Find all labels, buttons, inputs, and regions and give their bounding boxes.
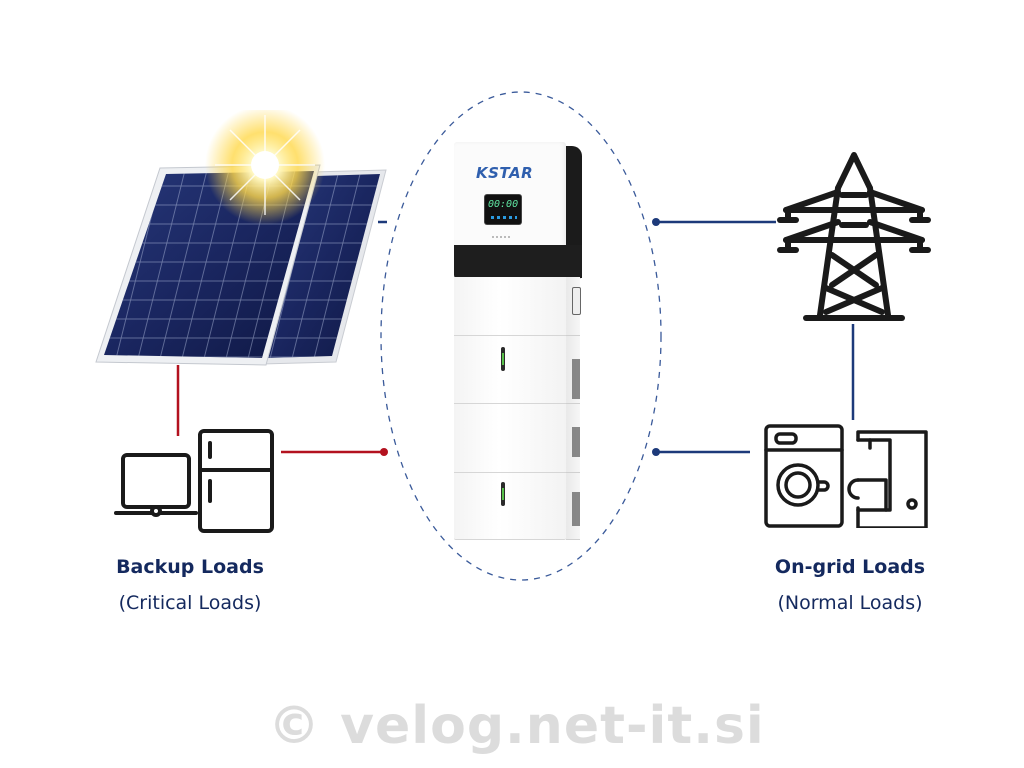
- backup-loads-subtitle: (Critical Loads): [118, 592, 262, 614]
- inverter-base: [454, 245, 582, 279]
- battery-module-1: [454, 336, 566, 404]
- grid-connection-dot: [652, 218, 660, 226]
- battery-module-3-vent: [572, 492, 580, 526]
- inverter-display-time: 00:00: [488, 199, 519, 210]
- battery-top-cover: [454, 277, 566, 336]
- solar-panel-icon: [95, 110, 387, 366]
- ongrid-connection-dot: [652, 448, 660, 456]
- laptop-icon: [114, 453, 198, 517]
- inverter-display: 00:00: [485, 195, 521, 224]
- power-pylon-icon: [777, 152, 931, 321]
- battery-module-1-vent: [572, 359, 580, 399]
- coffee-machine-icon: [847, 430, 928, 528]
- backup-loads-icons: [114, 429, 274, 533]
- battery-module-1-led: [501, 347, 505, 371]
- inverter-brand-logo: KSTAR: [476, 164, 534, 182]
- backup-loads-title: Backup Loads: [116, 556, 264, 578]
- hybrid-inverter-icon: KSTAR 00:00: [454, 142, 584, 282]
- ongrid-loads-subtitle: (Normal Loads): [777, 592, 923, 614]
- battery-stack-icon: [454, 277, 584, 541]
- backup-connection-dot: [380, 448, 388, 456]
- battery-module-3: [454, 473, 566, 540]
- battery-module-2-vent: [572, 427, 580, 457]
- battery-module-2: [454, 404, 566, 473]
- washing-machine-icon: [764, 424, 844, 528]
- copyright-watermark: © velog.net-it.si: [268, 696, 765, 756]
- refrigerator-icon: [198, 429, 274, 533]
- ongrid-loads-title: On-grid Loads: [774, 556, 926, 578]
- battery-module-3-led: [501, 482, 505, 506]
- battery-handle: [572, 287, 581, 315]
- inverter-indicator-dots: [492, 236, 512, 238]
- system-boundary-dashed: [380, 91, 662, 581]
- ongrid-loads-icons: [764, 424, 928, 528]
- status-led-row: [491, 216, 517, 219]
